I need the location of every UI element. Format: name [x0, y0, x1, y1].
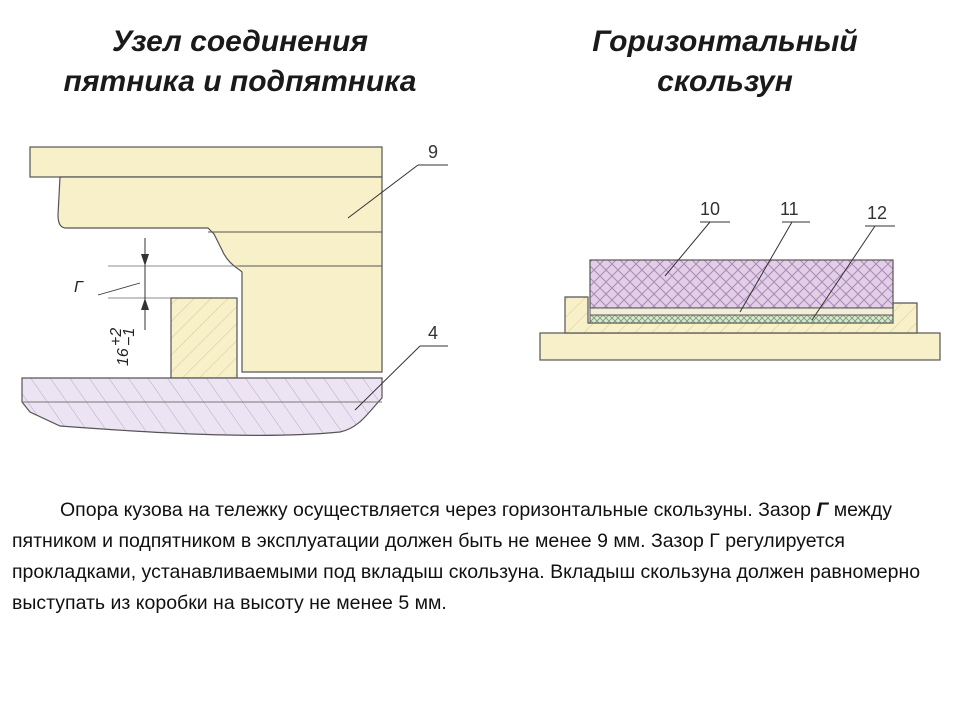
callout-10: 10 [700, 199, 720, 219]
dimension-value: 16 [115, 348, 132, 366]
callout-4: 4 [428, 323, 438, 343]
leader-11 [739, 221, 793, 313]
left-title-line-2: пятника и подпятника [63, 65, 417, 98]
center-plate-body [57, 176, 383, 373]
leader-10 [664, 221, 711, 277]
leader-9 [347, 164, 419, 219]
technical-drawings: 9 4 Г 16 +2 −1 10 11 [21, 142, 941, 436]
left-diagram-title: Узел соединения пятника и подпятника [20, 22, 460, 102]
center-bowl-rib [170, 297, 238, 379]
description-paragraph: Опора кузова на тележку осуществляется ч… [12, 495, 932, 619]
dim-arrow-bottom [141, 298, 149, 310]
dimension-upper-tolerance: +2 [108, 328, 125, 346]
leader-4 [354, 345, 421, 411]
left-title-line-1: Узел соединения [112, 25, 368, 58]
description-text-before: Опора кузова на тележку осуществляется ч… [60, 499, 817, 521]
slider-base-plate [539, 332, 941, 361]
callout-12: 12 [867, 203, 887, 223]
gap-label: Г [74, 279, 84, 296]
right-diagram-title: Горизонтальный скользун [500, 22, 950, 102]
slider-spacer [589, 314, 894, 324]
gap-leader [97, 282, 141, 296]
callout-11: 11 [780, 199, 799, 219]
description-text-after: между пятником и подпятником в эксплуата… [12, 499, 921, 614]
callout-9: 9 [428, 142, 438, 162]
top-plate [29, 146, 383, 178]
leader-12 [811, 225, 876, 321]
slider-insert [589, 259, 894, 309]
description-text: Опора кузова на тележку осуществляется ч… [12, 495, 932, 619]
right-diagram: 10 11 12 [539, 199, 941, 361]
right-title-line-2: скользун [657, 65, 793, 98]
right-title-line-1: Горизонтальный [592, 25, 858, 58]
left-diagram: 9 4 Г 16 +2 −1 [21, 142, 448, 436]
dim-arrow-top [141, 254, 149, 266]
dimension-text: 16 +2 −1 [108, 328, 138, 366]
description-gap-symbol: Г [816, 499, 829, 521]
bottom-plate [21, 377, 383, 436]
dimension-lower-tolerance: −1 [121, 328, 138, 346]
